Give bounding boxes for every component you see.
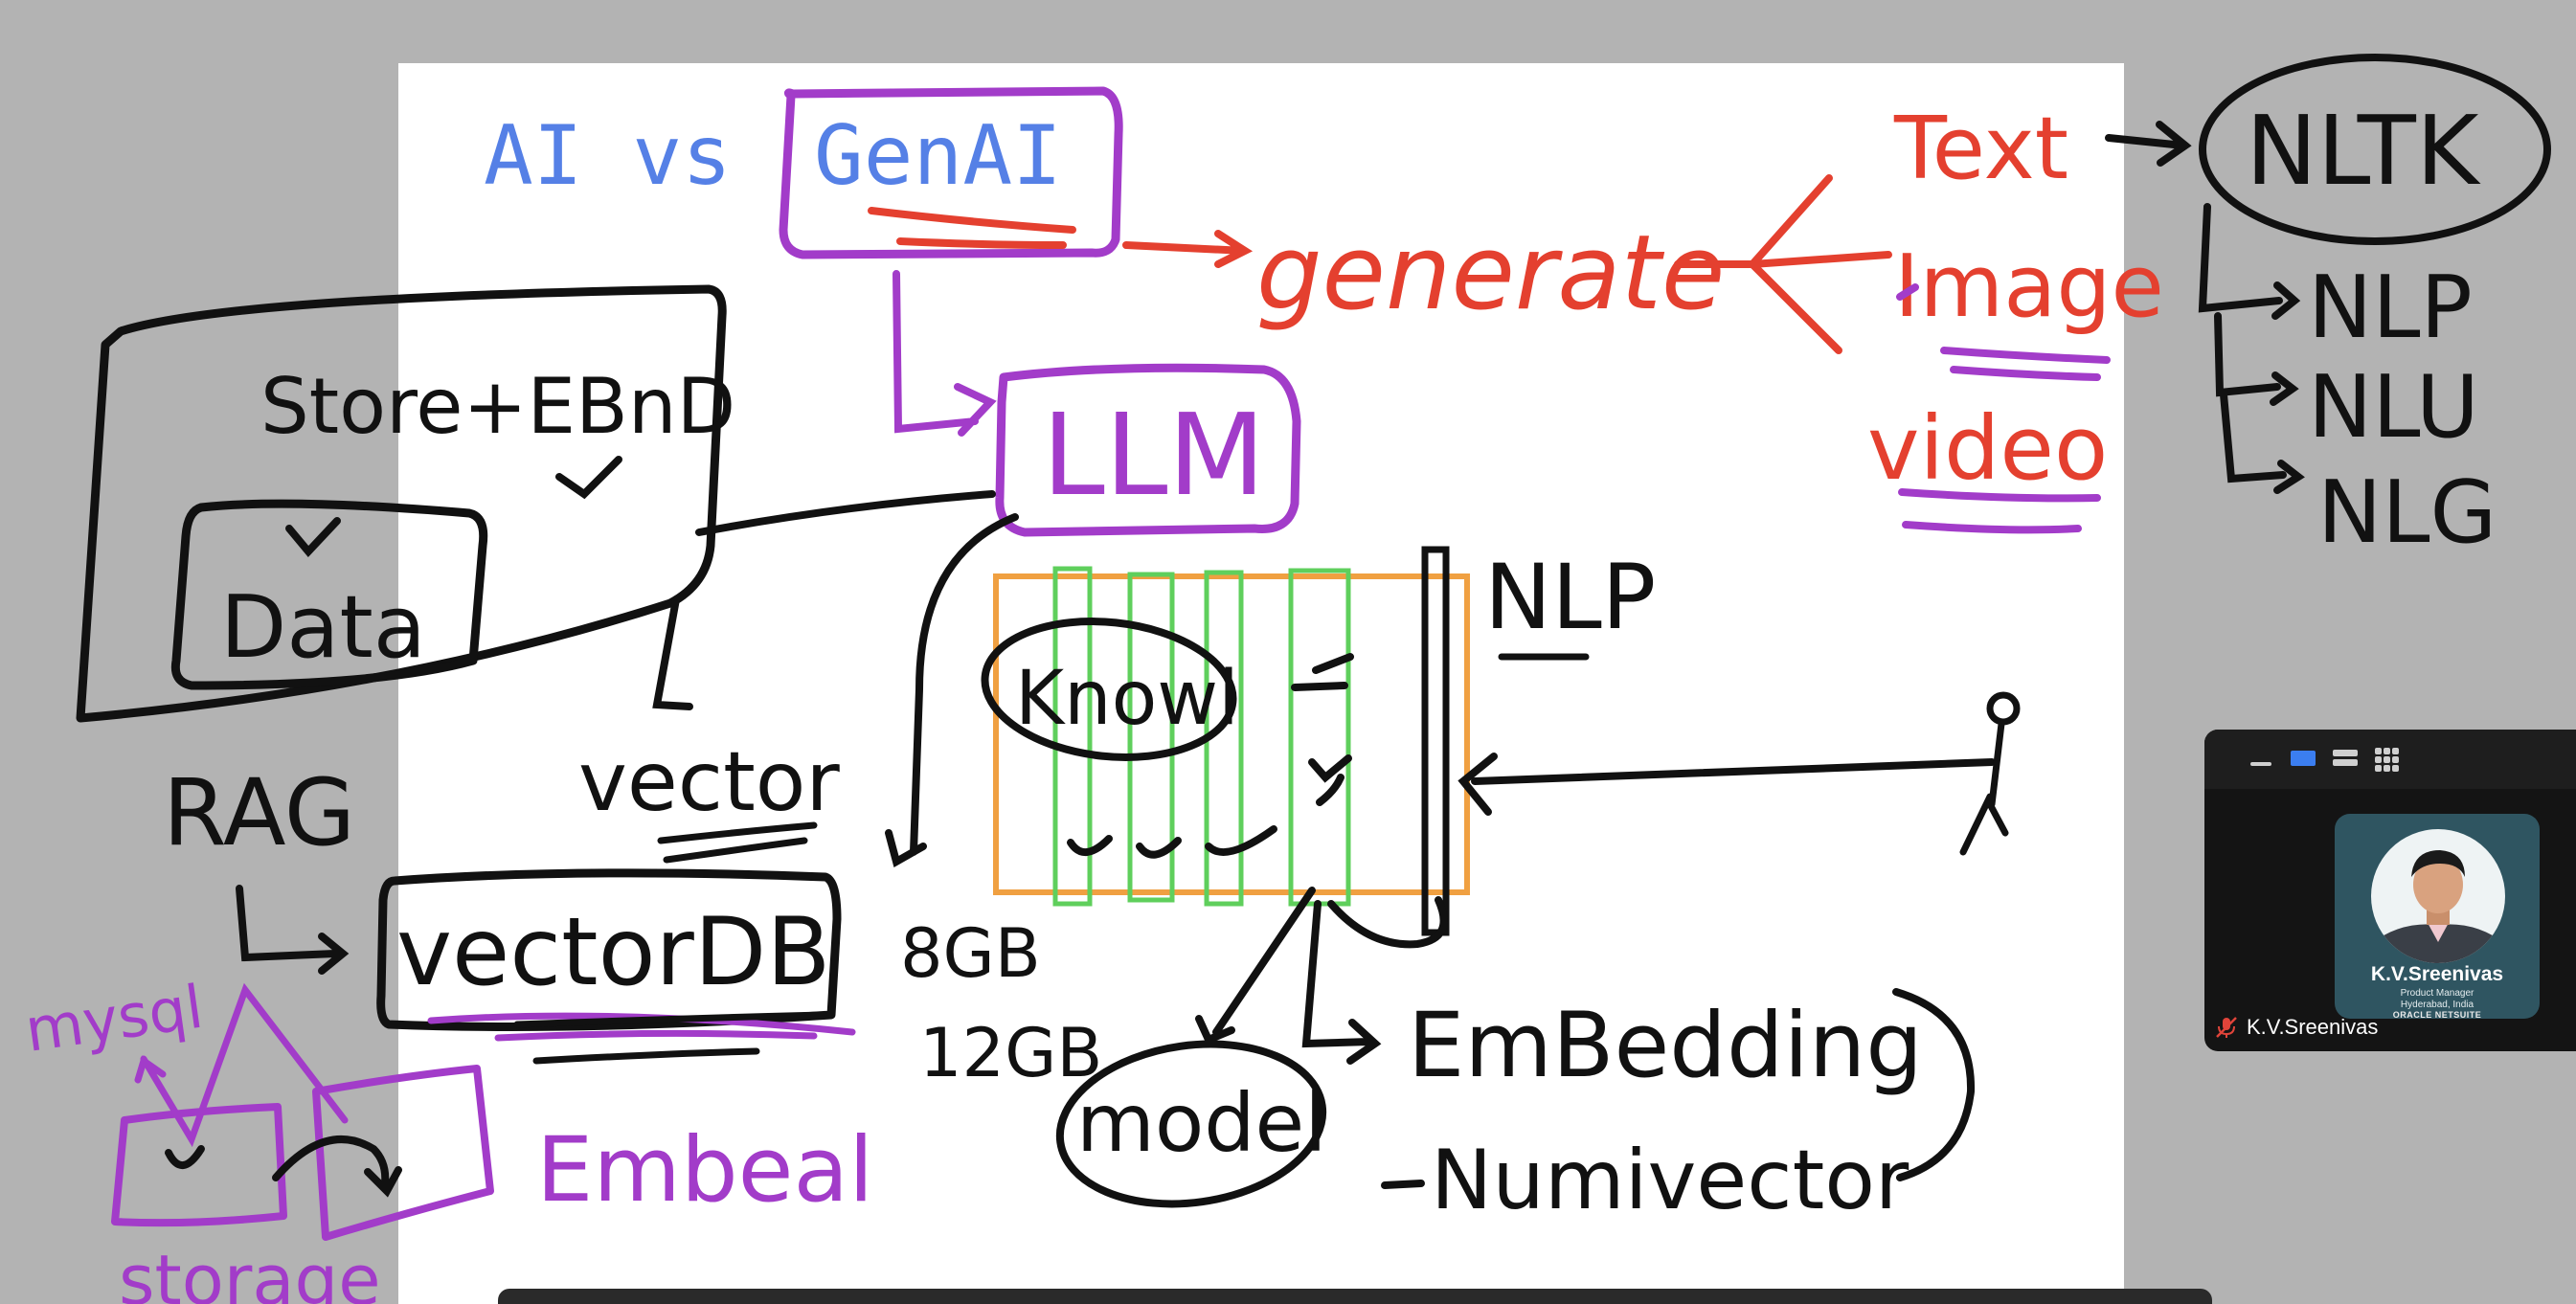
nltk-item-nlu: NLU bbox=[2308, 357, 2479, 458]
whiteboard-paper bbox=[398, 63, 2124, 1304]
storage-box-right bbox=[312, 1065, 494, 1241]
data-box bbox=[170, 499, 488, 690]
block-to-embedding bbox=[1301, 896, 1448, 1065]
genai-to-llm bbox=[893, 270, 997, 437]
participant-name-bar: K.V.Sreenivas bbox=[2204, 1007, 2415, 1045]
model-label: model bbox=[1076, 1076, 1327, 1170]
nltk-label: NLTK bbox=[2246, 95, 2481, 207]
knowl-label: Knowl bbox=[1015, 656, 1239, 742]
embed-label: Embeal bbox=[536, 1118, 873, 1223]
storage-label: storage bbox=[119, 1240, 381, 1304]
vector-underline bbox=[657, 821, 818, 864]
title-genai: GenAI bbox=[814, 108, 1062, 204]
llm-label: LLM bbox=[1042, 389, 1265, 521]
vector-label: vector bbox=[578, 734, 840, 830]
video-underline bbox=[1898, 488, 2101, 534]
title-ai-vs: AI vs bbox=[484, 108, 732, 204]
vectordb-underline-black bbox=[513, 1011, 827, 1065]
arrow-to-nltk bbox=[2105, 121, 2192, 167]
knowl-oval bbox=[981, 618, 1237, 761]
model-oval bbox=[1055, 1040, 1327, 1208]
genai-box bbox=[779, 86, 1123, 259]
nltk-oval bbox=[2199, 54, 2551, 245]
num-vector-label: Numivector bbox=[1431, 1133, 1909, 1228]
store-to-vector bbox=[652, 596, 693, 710]
text-label: Text bbox=[1893, 99, 2068, 199]
embedding-label: EmBedding bbox=[1408, 994, 1923, 1098]
model-ticks bbox=[1067, 653, 1354, 859]
nltk-item-nlg: NLG bbox=[2317, 462, 2497, 563]
vectordb-label: vectorDB bbox=[396, 898, 831, 1007]
minimize-icon[interactable] bbox=[2245, 743, 2279, 772]
video-label: video bbox=[1867, 397, 2108, 500]
mysql-label: mysql bbox=[21, 972, 207, 1066]
participant-tile[interactable]: K.V.Sreenivas Product Manager Hyderabad,… bbox=[2335, 814, 2540, 1019]
image-label: Image bbox=[1894, 236, 2164, 337]
mic-off-icon bbox=[2216, 1017, 2237, 1038]
data-label: Data bbox=[220, 577, 426, 678]
block-to-model bbox=[1195, 887, 1316, 1045]
tile-location: Hyderabad, India bbox=[2400, 1000, 2474, 1010]
num-vector-dash bbox=[1381, 1180, 1425, 1189]
speaker-view-icon[interactable] bbox=[2287, 743, 2321, 772]
llm-box bbox=[995, 363, 1301, 537]
store-to-llm bbox=[695, 490, 996, 536]
gallery-view-icon[interactable] bbox=[2371, 743, 2406, 772]
store-box bbox=[76, 284, 727, 723]
nlp-label: NLP bbox=[1484, 546, 1656, 650]
video-panel-toolbar bbox=[2204, 730, 2576, 789]
generate-fork bbox=[1674, 174, 1892, 354]
nltk-item-nlp: NLP bbox=[2308, 258, 2473, 358]
person-body bbox=[1959, 720, 2009, 856]
participant-photo bbox=[2371, 829, 2505, 963]
data-check bbox=[285, 517, 341, 558]
image-underline bbox=[1896, 283, 2111, 381]
green-column-2 bbox=[1127, 572, 1175, 903]
tile-role: Product Manager bbox=[2400, 988, 2474, 999]
store-embd-label: Store+EBnD bbox=[260, 362, 735, 451]
nltk-branches bbox=[2198, 203, 2305, 494]
tile-brand-logo: ORACLE NETSUITE bbox=[2392, 1010, 2482, 1019]
vectordb-underline bbox=[427, 1012, 856, 1042]
bottom-toolbar[interactable] bbox=[498, 1289, 2212, 1304]
embed-arrow bbox=[272, 1135, 402, 1198]
person-to-model-arrow bbox=[1457, 753, 1996, 816]
model-block bbox=[993, 573, 1470, 895]
mysql-lines bbox=[134, 982, 349, 1148]
tile-participant-name: K.V.Sreenivas bbox=[2370, 963, 2504, 985]
video-panel: K.V.Sreenivas Product Manager Hyderabad,… bbox=[2204, 730, 2576, 1051]
genai-underline bbox=[868, 207, 1076, 249]
embedding-bracket bbox=[1892, 988, 1976, 1181]
size-12gb: 12GB bbox=[919, 1014, 1102, 1092]
llm-to-model bbox=[885, 513, 1019, 868]
rag-label: RAG bbox=[163, 759, 355, 866]
participant-name: K.V.Sreenivas bbox=[2247, 1015, 2379, 1039]
rag-arrow bbox=[236, 885, 350, 975]
storage-check bbox=[165, 1145, 205, 1169]
store-check bbox=[555, 456, 622, 500]
green-column-1 bbox=[1052, 566, 1093, 907]
strip-view-icon[interactable] bbox=[2329, 743, 2363, 772]
generate-label: generate bbox=[1256, 214, 1725, 333]
arrow-to-generate bbox=[1122, 230, 1254, 268]
size-8gb: 8GB bbox=[900, 914, 1041, 993]
